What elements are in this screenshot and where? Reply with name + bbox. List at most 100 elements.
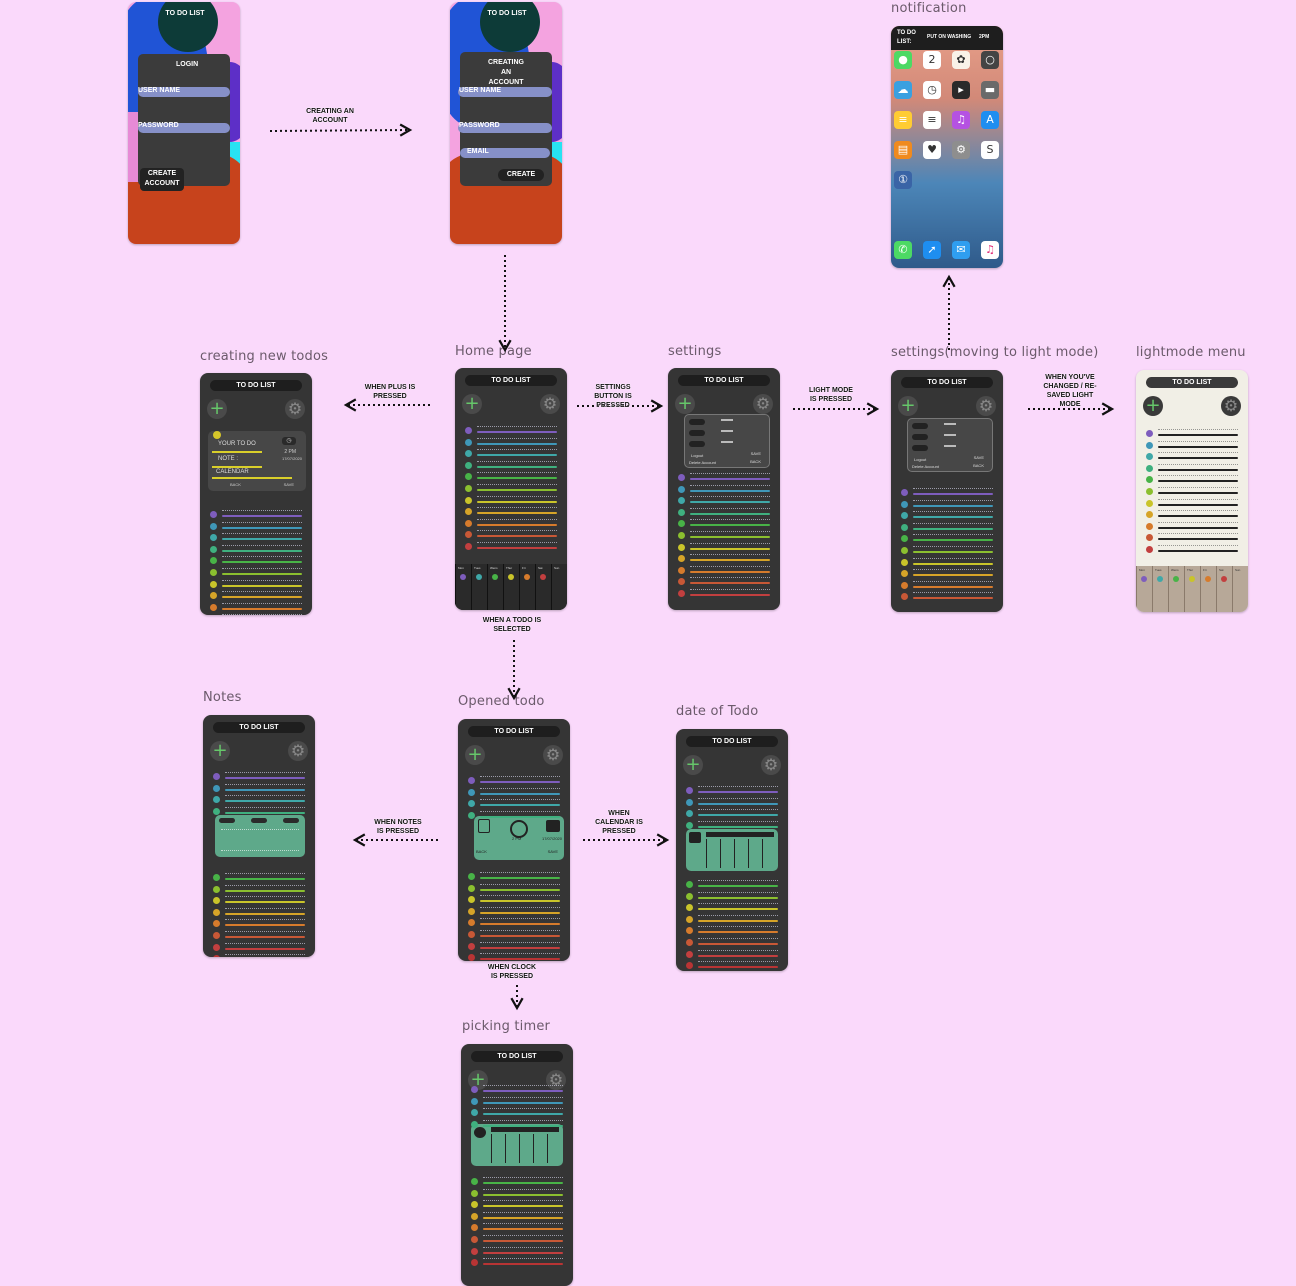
dock-icon[interactable]: ✆ <box>894 241 912 259</box>
day-column[interactable]: Thur <box>503 564 520 610</box>
todo-row[interactable] <box>676 495 770 507</box>
todo-row[interactable] <box>208 521 302 533</box>
todo-row[interactable] <box>463 506 557 518</box>
day-column[interactable]: Sat <box>535 564 552 610</box>
back-button[interactable]: BACK <box>230 482 241 487</box>
back-tab[interactable] <box>251 818 267 823</box>
todo-color-dot[interactable] <box>471 1259 478 1267</box>
toggle-sound[interactable] <box>689 441 705 447</box>
todo-color-dot[interactable] <box>465 461 472 469</box>
todo-row[interactable] <box>469 1107 563 1119</box>
todo-row[interactable] <box>466 775 560 787</box>
todo-row[interactable] <box>676 565 770 577</box>
password-field[interactable] <box>458 123 552 133</box>
settings-gear-icon[interactable]: ⚙ <box>540 394 560 414</box>
todo-row[interactable] <box>208 613 302 615</box>
todo-color-dot[interactable] <box>1146 511 1153 519</box>
todo-color-dot[interactable] <box>213 943 220 951</box>
todo-row[interactable] <box>211 907 305 919</box>
todo-row[interactable] <box>466 929 560 941</box>
day-column[interactable]: Mon <box>455 564 472 610</box>
password-field[interactable] <box>138 123 230 133</box>
todo-row[interactable] <box>463 460 557 472</box>
todo-color-dot[interactable] <box>1146 487 1153 495</box>
app-icon[interactable]: ○ <box>981 51 999 69</box>
todo-color-dot[interactable] <box>471 1247 478 1255</box>
day-column[interactable]: Wens <box>1168 566 1185 612</box>
todo-color-dot[interactable] <box>210 511 217 518</box>
todo-color-dot[interactable] <box>213 897 220 905</box>
add-todo-button[interactable]: + <box>462 394 482 414</box>
settings-gear-icon[interactable]: ⚙ <box>761 755 781 775</box>
todo-row[interactable] <box>469 1222 563 1234</box>
todo-color-dot[interactable] <box>468 884 475 892</box>
todo-row[interactable] <box>208 567 302 579</box>
todo-row[interactable] <box>208 544 302 556</box>
todo-color-dot[interactable] <box>686 938 693 946</box>
todo-color-dot[interactable] <box>686 798 693 806</box>
app-icon[interactable]: 2 <box>923 51 941 69</box>
todo-color-dot[interactable] <box>213 773 220 780</box>
todo-color-dot[interactable] <box>1146 464 1153 472</box>
app-icon[interactable]: ① <box>894 171 912 189</box>
calendar-icon[interactable] <box>689 832 701 843</box>
todo-row[interactable] <box>676 484 770 496</box>
todo-color-dot[interactable] <box>465 484 472 492</box>
picker-column[interactable] <box>505 1134 506 1163</box>
todo-row[interactable] <box>676 542 770 554</box>
add-todo-button[interactable]: + <box>210 741 230 761</box>
todo-row[interactable] <box>899 487 993 499</box>
todo-color-dot[interactable] <box>1146 545 1153 553</box>
picker-column[interactable] <box>706 839 707 868</box>
todo-color-dot[interactable] <box>678 555 685 563</box>
email-field[interactable] <box>460 148 550 158</box>
todo-color-dot[interactable] <box>678 566 685 574</box>
notification-banner[interactable] <box>891 26 1003 50</box>
todo-row[interactable] <box>211 884 305 896</box>
todo-row[interactable] <box>684 960 778 971</box>
day-column[interactable]: Tues <box>471 564 488 610</box>
todo-color-dot[interactable] <box>213 955 220 957</box>
todo-row[interactable] <box>899 499 993 511</box>
settings-gear-icon[interactable]: ⚙ <box>753 394 773 414</box>
todo-row[interactable] <box>899 591 993 603</box>
app-icon[interactable]: ☁ <box>894 81 912 99</box>
todo-row[interactable] <box>463 437 557 449</box>
todo-row[interactable] <box>211 930 305 942</box>
clock-icon[interactable]: ◷ <box>282 437 296 445</box>
todo-row[interactable] <box>211 942 305 954</box>
todo-color-dot[interactable] <box>471 1212 478 1220</box>
day-column[interactable]: Sun <box>551 564 567 610</box>
todo-row[interactable] <box>684 808 778 820</box>
todo-color-dot[interactable] <box>465 508 472 516</box>
picker-column[interactable] <box>734 839 735 868</box>
todo-color-dot[interactable] <box>686 962 693 970</box>
todo-row[interactable] <box>1144 440 1238 452</box>
todo-row[interactable] <box>463 471 557 483</box>
todo-color-dot[interactable] <box>901 535 908 543</box>
todo-color-dot[interactable] <box>213 931 220 939</box>
todo-row[interactable] <box>684 937 778 949</box>
todo-color-dot[interactable] <box>901 593 908 601</box>
todo-row[interactable] <box>211 806 305 818</box>
todo-color-dot[interactable] <box>1146 441 1153 449</box>
todo-color-dot[interactable] <box>468 777 475 784</box>
todo-row[interactable] <box>676 553 770 565</box>
picker-column[interactable] <box>547 1134 548 1163</box>
todo-color-dot[interactable] <box>213 920 220 928</box>
save-button[interactable]: SAVE <box>750 451 761 456</box>
todo-color-dot[interactable] <box>1146 430 1153 437</box>
todo-color-dot[interactable] <box>471 1086 478 1093</box>
day-column[interactable]: Mon <box>1136 566 1153 612</box>
todo-row[interactable] <box>463 529 557 541</box>
todo-color-dot[interactable] <box>468 907 475 915</box>
todo-row[interactable] <box>1144 463 1238 475</box>
todo-color-dot[interactable] <box>686 787 693 794</box>
todo-color-dot[interactable] <box>471 1201 478 1209</box>
username-field[interactable] <box>458 87 552 97</box>
todo-color-dot[interactable] <box>901 512 908 520</box>
back-button[interactable]: BACK <box>973 463 984 468</box>
todo-color-dot[interactable] <box>678 497 685 505</box>
todo-row[interactable] <box>211 794 305 806</box>
todo-color-dot[interactable] <box>210 580 217 588</box>
